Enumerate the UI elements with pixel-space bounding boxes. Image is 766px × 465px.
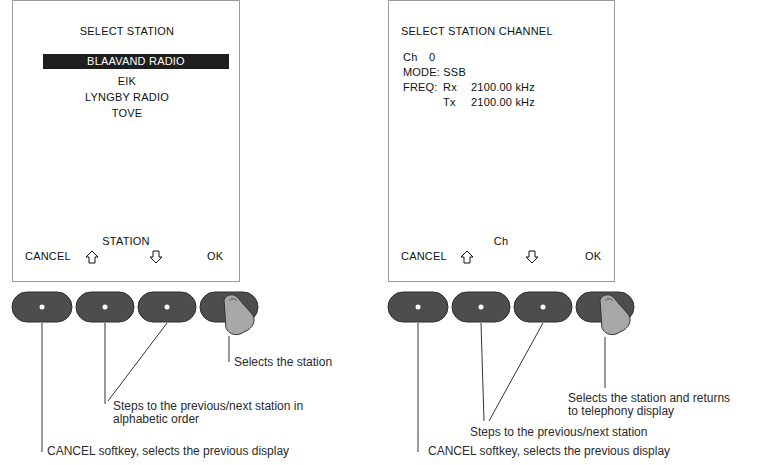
screen-title: SELECT STATION [80,25,175,38]
softkey-dot [103,305,108,310]
display-screen: SELECT STATION EIK LYNGBY RADIO TOVE STATION… [12,0,240,282]
leader-line [605,337,606,388]
screen-title: SELECT STATION CHANNEL [401,25,553,38]
down-arrow-symbol [150,251,162,263]
field-value: MODE: SSB [403,66,466,79]
leader-line [489,323,543,421]
softkey-label: OK [207,250,223,263]
field-value: 0 [429,51,435,64]
softkeys [12,292,634,322]
pressing-finger [224,295,254,335]
callout-text: CANCEL softkey, selects the previous dis… [47,445,289,458]
softkey-label: CANCEL [401,250,447,263]
softkey [76,292,134,322]
list-item: TOVE [112,107,143,120]
leader-line [229,336,230,362]
fingernail [605,299,613,301]
field-name: Ch [403,51,417,64]
fingernail [229,299,237,301]
softkey [388,292,448,322]
callout-text: CANCEL softkey, selects the previous dis… [428,445,670,458]
softkey-dot [40,305,45,310]
leader-line [108,323,167,401]
field-name: Rx [443,81,457,94]
softkey [138,292,196,322]
softkey-group-label: Ch [494,235,508,248]
display-screen: SELECT STATION CHANNEL Ch 0MODE: SSB FREQ: R… [388,0,615,282]
down-arrow-symbol [526,251,538,263]
up-arrow-symbol [86,251,98,263]
softkey-dot [165,305,170,310]
field-value: 2100.00 kHz [471,81,535,94]
callout-text: Steps to the previous/next station [470,426,647,439]
list-item: LYNGBY RADIO [85,91,169,104]
leader-line [42,323,43,452]
softkey-dot [479,305,484,310]
softkey-label: OK [585,250,601,263]
field-name: FREQ: [403,81,438,94]
leader-line [481,323,484,421]
softkey [452,292,510,322]
callout-text: Steps to the previous/next station in al… [113,400,313,426]
pressing-finger [600,295,630,335]
softkey-group-label: STATION [102,235,149,248]
callout-text: Selects the station [234,356,332,369]
softkey-dot [416,305,421,310]
callout-text: Selects the station and returns to telep… [568,392,736,418]
field-value: 2100.00 kHz [471,96,535,109]
softkey [12,292,72,322]
list-item: EIK [118,75,136,88]
list-item-selected: BLAAVAND RADIO [43,55,229,68]
leader-line [105,323,106,404]
leader-line [418,323,419,452]
softkey [514,292,572,322]
selection-highlight: BLAAVAND RADIO [43,54,229,69]
arrow-symbols [86,251,538,263]
field-name: Tx [443,96,456,109]
softkey-label: CANCEL [25,250,71,263]
softkey-dot [541,305,546,310]
up-arrow-symbol [461,251,473,263]
